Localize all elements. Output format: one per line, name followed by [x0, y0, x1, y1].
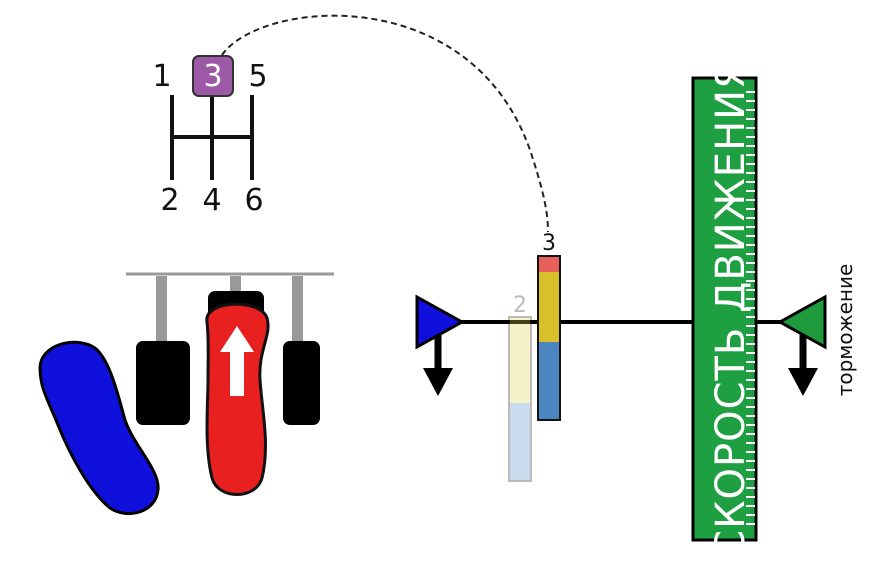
- gear-connector-dashed: [221, 14, 549, 233]
- brake-pedal: [283, 341, 320, 425]
- gear-2-label: 2: [160, 183, 179, 218]
- brake-pedal-arm: [292, 276, 303, 344]
- gear-5-label: 5: [248, 59, 267, 94]
- throttle-marker-triangle: [415, 294, 466, 350]
- pedal-assembly: [38, 272, 334, 516]
- gear-6-label: 6: [244, 183, 263, 218]
- brake-label: торможение: [833, 264, 857, 397]
- current-gauge-red-segment: [538, 256, 560, 272]
- previous-gear-label: 2: [513, 293, 527, 318]
- gear-shift-pattern: 1 3 5 2 4 6: [152, 55, 268, 218]
- gear-4-label: 4: [202, 183, 221, 218]
- arrow-up-icon: [220, 326, 254, 396]
- current-gear-label: 3: [542, 231, 556, 256]
- speed-bar: СКОРОСТЬ ДВИЖЕНИЯ: [691, 60, 758, 558]
- foot-shape: [38, 340, 160, 516]
- arrow-down-icon: [788, 368, 818, 396]
- previous-gauge-blue-segment: [509, 403, 531, 481]
- current-gauge-frame: [537, 255, 561, 421]
- speed-bar-body: [691, 76, 758, 542]
- throttle-down-arrow: [423, 335, 453, 396]
- gear-1-label: 1: [152, 59, 171, 94]
- arrow-down-icon: [423, 368, 453, 396]
- gear-3-label: 3: [203, 59, 222, 94]
- current-gauge-blue-segment: [538, 342, 560, 420]
- clutch-pedal-arm: [156, 276, 167, 346]
- speed-bar-label: СКОРОСТЬ ДВИЖЕНИЯ: [708, 60, 754, 558]
- accelerator-pedal-arm: [230, 276, 241, 296]
- speed-bar-ticks: [746, 91, 755, 525]
- selected-gear-box: [192, 55, 234, 97]
- current-gear-gauge: [537, 255, 561, 421]
- previous-gauge-yellow-segment: [509, 317, 531, 343]
- previous-gear-gauge: [508, 316, 532, 482]
- previous-gauge-frame: [508, 316, 532, 482]
- current-gauge-yellow-segment: [538, 272, 560, 342]
- clutch-pedal: [136, 341, 190, 425]
- brake-marker-triangle: [776, 294, 827, 350]
- brake-down-arrow: [788, 335, 818, 396]
